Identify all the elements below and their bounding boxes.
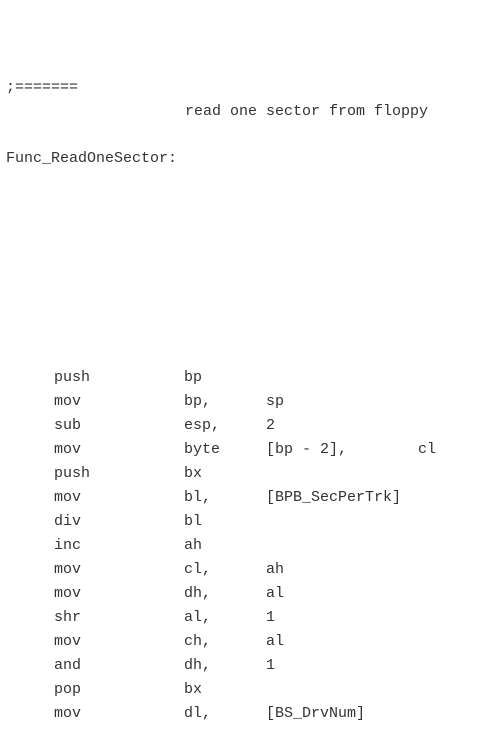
instruction-list: push bp mov bp, sp sub esp, 2 mov byte [bp - 2], cl… <box>6 366 496 726</box>
instruction-opcode: mov <box>54 489 82 506</box>
instruction-operand-2: sp <box>266 393 285 410</box>
instruction-line: push bp <box>6 366 496 390</box>
instruction-operand-2: [bp - 2], <box>266 441 348 458</box>
comment-line: ;======= read one sector from floppy <box>6 52 496 120</box>
instruction-opcode: mov <box>54 393 82 410</box>
instruction-operand-1: dl, <box>184 705 212 722</box>
instruction-operand-1: bl, <box>184 489 212 506</box>
instruction-operand-1: bp, <box>184 393 212 410</box>
instruction-opcode: mov <box>54 705 82 722</box>
instruction-operand-1: byte <box>184 441 221 458</box>
instruction-operand-2: al <box>266 585 285 602</box>
instruction-opcode: push <box>54 465 91 482</box>
instruction-opcode: push <box>54 369 91 386</box>
instruction-opcode: shr <box>54 609 82 626</box>
instruction-operand-2: 1 <box>266 609 276 626</box>
instruction-operand-1: ah <box>184 537 203 554</box>
comment-text: read one sector from floppy <box>185 103 429 120</box>
instruction-operand-1: esp, <box>184 417 221 434</box>
instruction-opcode: mov <box>54 561 82 578</box>
instruction-line: mov cl, ah <box>6 558 496 582</box>
instruction-line: pop bx <box>6 678 496 702</box>
instruction-opcode: mov <box>54 441 82 458</box>
code-listing: ;======= read one sector from floppy Fun… <box>6 4 496 750</box>
instruction-operand-1: cl, <box>184 561 212 578</box>
instruction-line: inc ah <box>6 534 496 558</box>
instruction-operand-2: ah <box>266 561 285 578</box>
instruction-opcode: inc <box>54 537 82 554</box>
instruction-line: mov byte [bp - 2], cl <box>6 438 496 462</box>
instruction-operand-1: dh, <box>184 657 212 674</box>
instruction-opcode: pop <box>54 681 82 698</box>
instruction-operand-1: ch, <box>184 633 212 650</box>
instruction-line: mov bp, sp <box>6 390 496 414</box>
instruction-line: and dh, 1 <box>6 654 496 678</box>
instruction-opcode: sub <box>54 417 82 434</box>
instruction-line: push bx <box>6 462 496 486</box>
instruction-line: mov dh, al <box>6 582 496 606</box>
instruction-line: mov dl, [BS_DrvNum] <box>6 702 496 726</box>
instruction-opcode: mov <box>54 633 82 650</box>
instruction-operand-2: 2 <box>266 417 276 434</box>
instruction-operand-1: bx <box>184 681 203 698</box>
instruction-operand-1: bp <box>184 369 203 386</box>
instruction-opcode: mov <box>54 585 82 602</box>
blank-line <box>6 268 496 294</box>
blank-line <box>6 194 496 220</box>
instruction-line: mov ch, al <box>6 630 496 654</box>
function-label: Func_ReadOneSector: <box>6 150 178 167</box>
instruction-operand-1: al, <box>184 609 212 626</box>
instruction-operand-3: cl <box>418 441 437 458</box>
instruction-operand-1: dh, <box>184 585 212 602</box>
instruction-line: sub esp, 2 <box>6 414 496 438</box>
instruction-operand-2: al <box>266 633 285 650</box>
label-line: Func_ReadOneSector: <box>6 123 496 167</box>
comment-marker: ;======= <box>6 79 79 96</box>
instruction-operand-2: 1 <box>266 657 276 674</box>
instruction-operand-2: [BS_DrvNum] <box>266 705 366 722</box>
instruction-line: div bl <box>6 510 496 534</box>
instruction-opcode: div <box>54 513 82 530</box>
instruction-operand-1: bl <box>184 513 203 530</box>
instruction-operand-1: bx <box>184 465 203 482</box>
instruction-line: mov bl, [BPB_SecPerTrk] <box>6 486 496 510</box>
instruction-operand-2: [BPB_SecPerTrk] <box>266 489 402 506</box>
instruction-line: shr al, 1 <box>6 606 496 630</box>
instruction-opcode: and <box>54 657 82 674</box>
